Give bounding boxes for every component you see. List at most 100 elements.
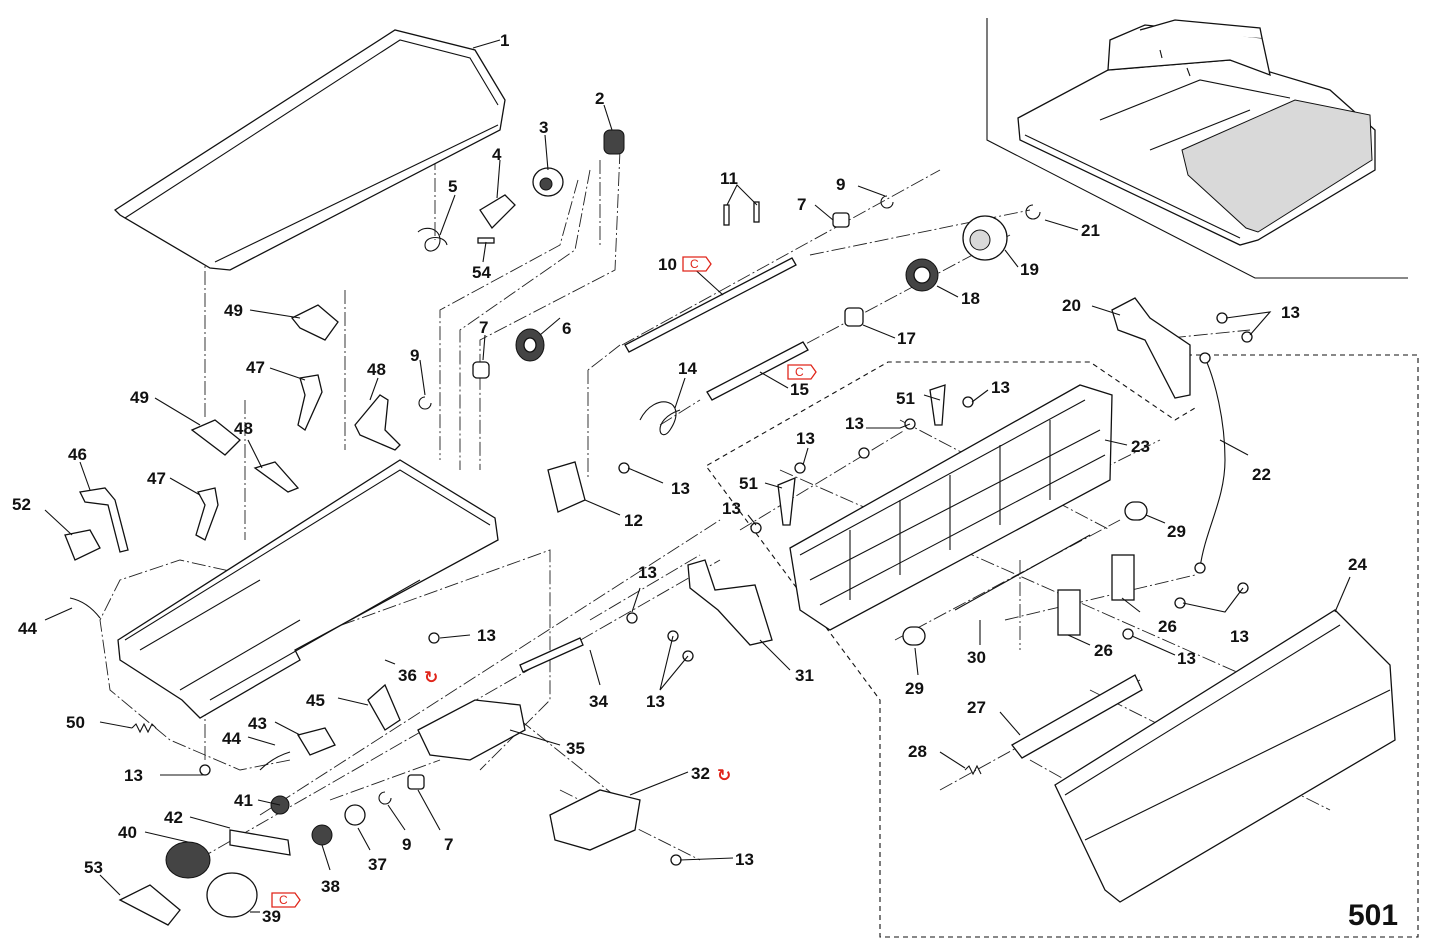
callout-49: 49: [224, 301, 243, 320]
callout-43: 43: [248, 714, 267, 733]
callout-13: 13: [1230, 627, 1249, 646]
callout-19: 19: [1020, 260, 1039, 279]
callout-13: 13: [671, 479, 690, 498]
callout-13: 13: [991, 378, 1010, 397]
guide-32: [549, 789, 641, 851]
callout-11: 11: [720, 169, 738, 188]
callout-47: 47: [246, 358, 265, 377]
callout-26: 26: [1158, 617, 1177, 636]
callout-1: 1: [500, 31, 509, 50]
rotate-mark-32: ↻: [717, 766, 731, 786]
svg-text:↻: ↻: [717, 766, 731, 786]
callout-51: 51: [739, 474, 758, 493]
lever-47: [297, 374, 323, 431]
callout-13: 13: [1281, 303, 1300, 322]
callout-39: 39: [262, 907, 281, 926]
holder-27: [1011, 674, 1143, 759]
lever-49: [290, 304, 339, 341]
callout-labels: 1 2 3 4 5 54 11 10 9 7 21 19 18 17 6 7 9…: [12, 31, 1367, 926]
bracket-20: [1111, 297, 1191, 399]
pickup-roller: [165, 841, 211, 879]
top-cover: [113, 29, 506, 271]
callout-31: 31: [795, 666, 814, 685]
callout-37: 37: [368, 855, 387, 874]
callout-13: 13: [477, 626, 496, 645]
shaft-bushing: [832, 212, 850, 228]
callout-40: 40: [118, 823, 137, 842]
callout-53: 53: [84, 858, 103, 877]
callout-26: 26: [1094, 641, 1113, 660]
callout-9: 9: [410, 346, 419, 365]
callout-54: 54: [472, 263, 491, 282]
callout-46: 46: [68, 445, 87, 464]
e-ring: [880, 195, 894, 209]
c-mark-39: C: [271, 892, 301, 908]
callout-41: 41: [234, 791, 253, 810]
callout-35: 35: [566, 739, 585, 758]
callout-22: 22: [1252, 465, 1271, 484]
callout-50: 50: [66, 713, 85, 732]
callout-44: 44: [222, 729, 241, 748]
callout-49: 49: [130, 388, 149, 407]
callout-9: 9: [402, 835, 411, 854]
callout-6: 6: [562, 319, 571, 338]
bracket-12: [547, 461, 586, 513]
callout-7: 7: [444, 835, 453, 854]
base-frame: [117, 459, 499, 719]
callout-29: 29: [905, 679, 924, 698]
gear-small: [603, 129, 625, 155]
callout-51: 51: [896, 389, 915, 408]
callout-13: 13: [735, 850, 754, 869]
sensor-52: [64, 529, 101, 561]
bushing-part: [479, 194, 516, 230]
parts: [64, 29, 1396, 926]
c-mark-10: C: [682, 256, 712, 272]
callout-48: 48: [367, 360, 386, 379]
callout-10: 10: [658, 255, 677, 274]
callout-27: 27: [967, 698, 986, 717]
secondary-shaft: [706, 341, 809, 401]
shaft-30: [954, 534, 1091, 611]
inset-overview: [986, 18, 1408, 279]
c-mark-15: C: [787, 364, 817, 380]
callout-32: 32: [691, 764, 710, 783]
callout-12: 12: [624, 511, 643, 530]
torsion-spring: [417, 227, 448, 252]
callout-47: 47: [147, 469, 166, 488]
callout-38: 38: [321, 877, 340, 896]
callout-21: 21: [1081, 221, 1100, 240]
callout-28: 28: [908, 742, 927, 761]
subassembly-boundary: [705, 354, 1419, 938]
callout-30: 30: [967, 648, 986, 667]
svg-text:C: C: [795, 365, 804, 379]
callout-36: 36: [398, 666, 417, 685]
callout-9: 9: [836, 175, 845, 194]
callout-18: 18: [961, 289, 980, 308]
main-shaft: [624, 257, 797, 353]
roller-29: [1124, 501, 1148, 521]
svg-text:↻: ↻: [424, 668, 438, 688]
callout-52: 52: [12, 495, 31, 514]
callout-2: 2: [595, 89, 604, 108]
callout-29: 29: [1167, 522, 1186, 541]
callout-44: 44: [18, 619, 37, 638]
screws: [199, 312, 1253, 866]
drive-belt: [229, 829, 291, 856]
plate-26: [1057, 589, 1081, 636]
feed-roller: [206, 872, 258, 918]
callout-3: 3: [539, 118, 548, 137]
callout-15: 15: [790, 380, 809, 399]
svg-text:C: C: [690, 257, 699, 271]
callout-48: 48: [234, 419, 253, 438]
printer-overview-illustration: [1017, 19, 1376, 246]
callout-20: 20: [1062, 296, 1081, 315]
lever-48: [354, 394, 401, 451]
page-number: 501: [1348, 899, 1398, 932]
bracket-31: [687, 559, 773, 646]
callout-7: 7: [797, 195, 806, 214]
callout-14: 14: [678, 359, 697, 378]
lever-46: [79, 487, 129, 553]
callout-17: 17: [897, 329, 916, 348]
callout-23: 23: [1131, 437, 1150, 456]
